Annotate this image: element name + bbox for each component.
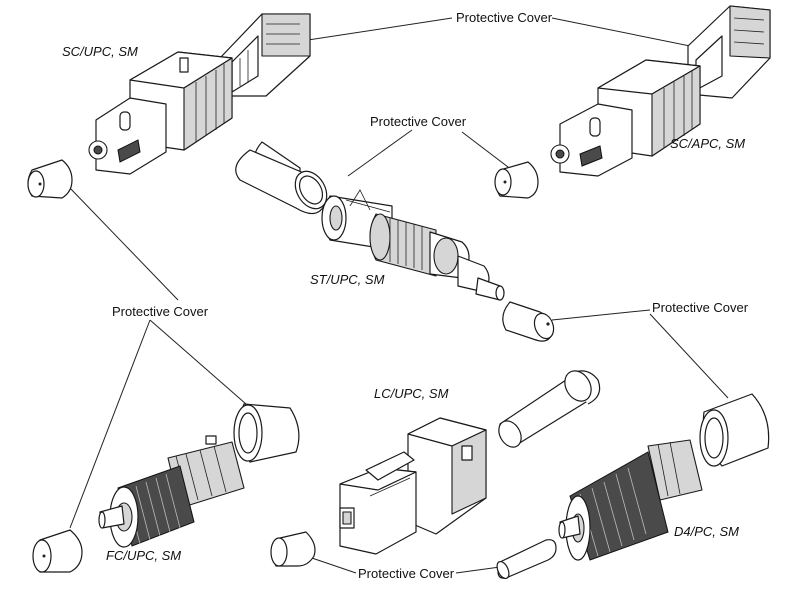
leader-mid-left — [347, 129, 413, 177]
d4-pc-pin-cap — [498, 370, 601, 448]
sc-upc-connector — [27, 13, 311, 199]
lc-upc-dust-cap — [270, 531, 316, 567]
label-protective-cover-right: Protective Cover — [652, 300, 749, 315]
leader-lines — [67, 17, 729, 574]
leader-lc-cap — [305, 555, 357, 574]
label-sc-apc: SC/APC, SM — [670, 136, 745, 151]
label-protective-cover-middle: Protective Cover — [370, 114, 467, 129]
sc-upc-top-cover — [219, 13, 311, 97]
label-st-upc: ST/UPC, SM — [310, 272, 385, 287]
d4-pc-protective-sleeve — [699, 393, 770, 467]
fc-upc-protective-sleeve — [233, 403, 300, 463]
sc-apc-connector — [550, 5, 771, 177]
d4-pc-dust-cap — [496, 539, 557, 580]
leader-d4-cap — [455, 566, 501, 574]
leader-d4-sleeve — [649, 313, 729, 399]
leader-top-right — [551, 17, 701, 49]
label-fc-upc: FC/UPC, SM — [106, 548, 181, 563]
label-protective-cover-bottom: Protective Cover — [358, 566, 455, 581]
st-upc-body — [321, 189, 505, 301]
leader-st-cap — [551, 309, 651, 321]
label-protective-cover-top: Protective Cover — [456, 10, 553, 25]
sc-upc-body — [88, 51, 233, 175]
fc-upc-dust-cap — [32, 529, 83, 573]
fc-upc-connector — [32, 403, 300, 573]
leader-top-left — [307, 17, 453, 41]
st-upc-connector — [235, 141, 505, 301]
label-sc-upc: SC/UPC, SM — [62, 44, 138, 59]
d4-pc-connector — [496, 370, 770, 580]
label-protective-cover-left: Protective Cover — [112, 304, 209, 319]
sc-apc-top-cover — [687, 5, 771, 99]
leader-fc-cap — [69, 319, 151, 529]
lc-upc-body — [339, 417, 487, 555]
lc-upc-connector — [270, 417, 487, 567]
label-d4-pc: D4/PC, SM — [674, 524, 739, 539]
st-upc-dust-cap — [502, 301, 555, 342]
leader-mid-right — [461, 131, 513, 171]
text-labels: Protective Cover SC/UPC, SM Protective C… — [62, 10, 749, 581]
fc-upc-body — [98, 435, 245, 548]
label-lc-upc: LC/UPC, SM — [374, 386, 449, 401]
middle-dust-cap — [494, 161, 539, 199]
leader-fc-sleeve — [149, 319, 247, 405]
sc-upc-dust-cap — [27, 159, 73, 199]
d4-pc-body — [558, 439, 703, 561]
sc-apc-body — [550, 59, 701, 177]
leader-sc-cap — [67, 185, 179, 301]
st-upc-protective-sleeve — [235, 141, 328, 215]
